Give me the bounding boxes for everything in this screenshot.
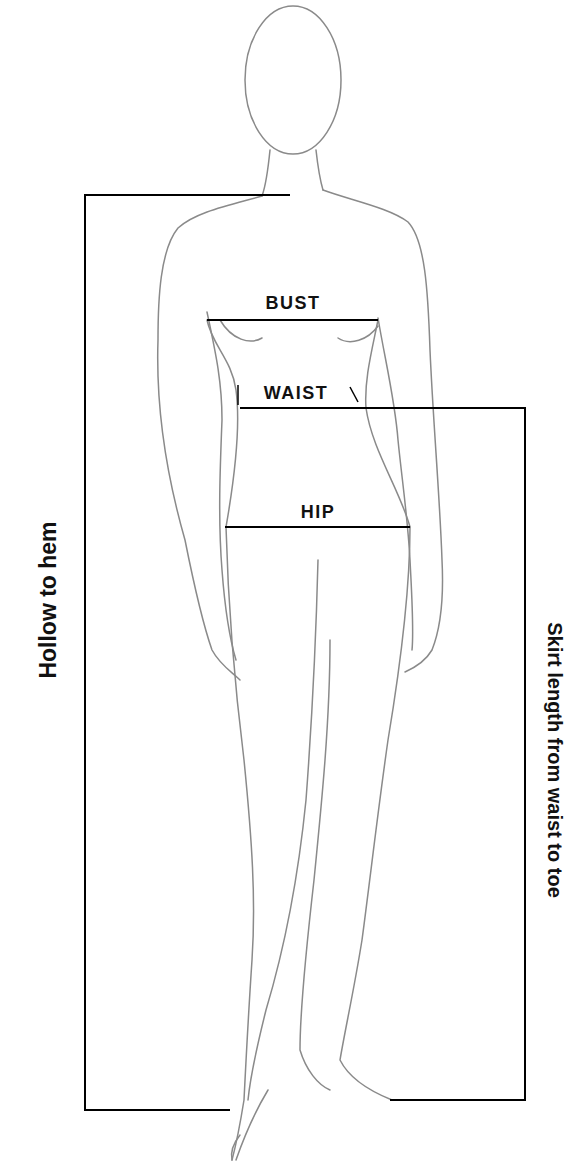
bust-line xyxy=(207,319,378,321)
hollow-to-hem-bracket xyxy=(85,195,290,1110)
waist-tick xyxy=(350,387,358,402)
bust-label: BUST xyxy=(263,293,324,313)
body-outline xyxy=(158,6,443,1160)
skirt-length-label: Skirt length from waist to toe xyxy=(545,622,565,898)
measure-lines xyxy=(85,195,525,1110)
waist-label: WAIST xyxy=(261,383,332,403)
hip-label: HIP xyxy=(298,502,339,522)
hollow-to-hem-label: Hollow to hem xyxy=(37,521,60,678)
hip-line xyxy=(225,526,410,528)
waist-tick xyxy=(237,385,239,405)
skirt-length-bracket xyxy=(240,408,525,1100)
